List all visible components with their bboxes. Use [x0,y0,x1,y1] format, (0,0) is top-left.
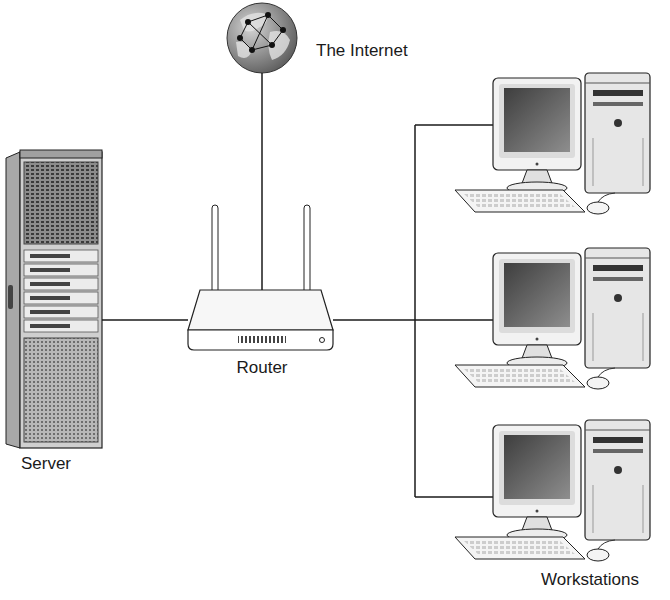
network-cable [102,319,188,321]
network-device: Router [188,290,333,350]
device-label: Server [21,454,71,474]
router-antenna [304,205,310,300]
network-cable [333,319,415,321]
network-device: The Internet [227,3,297,73]
bus-branch [415,496,493,498]
globe-continent [268,31,290,60]
router-antenna [212,205,218,300]
rack-side [6,152,20,448]
device-label: The Internet [316,41,408,61]
workstation-bus [415,125,493,497]
device-label: Router [236,358,287,378]
network-device: Server [6,150,102,448]
rack-front [20,152,102,448]
rack-mesh [24,338,98,442]
globe-sphere [227,3,297,73]
workstation-computer [455,73,650,214]
device-label: Workstations [541,570,639,590]
network-cable [261,73,263,290]
globe-network-dots [237,12,286,53]
server-rack [6,150,102,448]
router-device [188,205,333,350]
bus-branch [415,124,493,126]
rack-units [24,250,98,332]
globe-network-lines [240,15,283,50]
rack-top [20,150,102,158]
rack-vent [24,162,98,244]
bus-wire [414,125,416,497]
router-led [320,338,325,343]
internet-globe [227,3,297,73]
network-device: Workstations [415,70,655,562]
router-top [188,290,333,330]
bus-branch [415,319,493,321]
workstation-computer [455,420,650,561]
workstation-computer [455,248,650,389]
rack-handle [8,285,13,309]
router-front [188,330,333,350]
router-vents [238,336,286,343]
